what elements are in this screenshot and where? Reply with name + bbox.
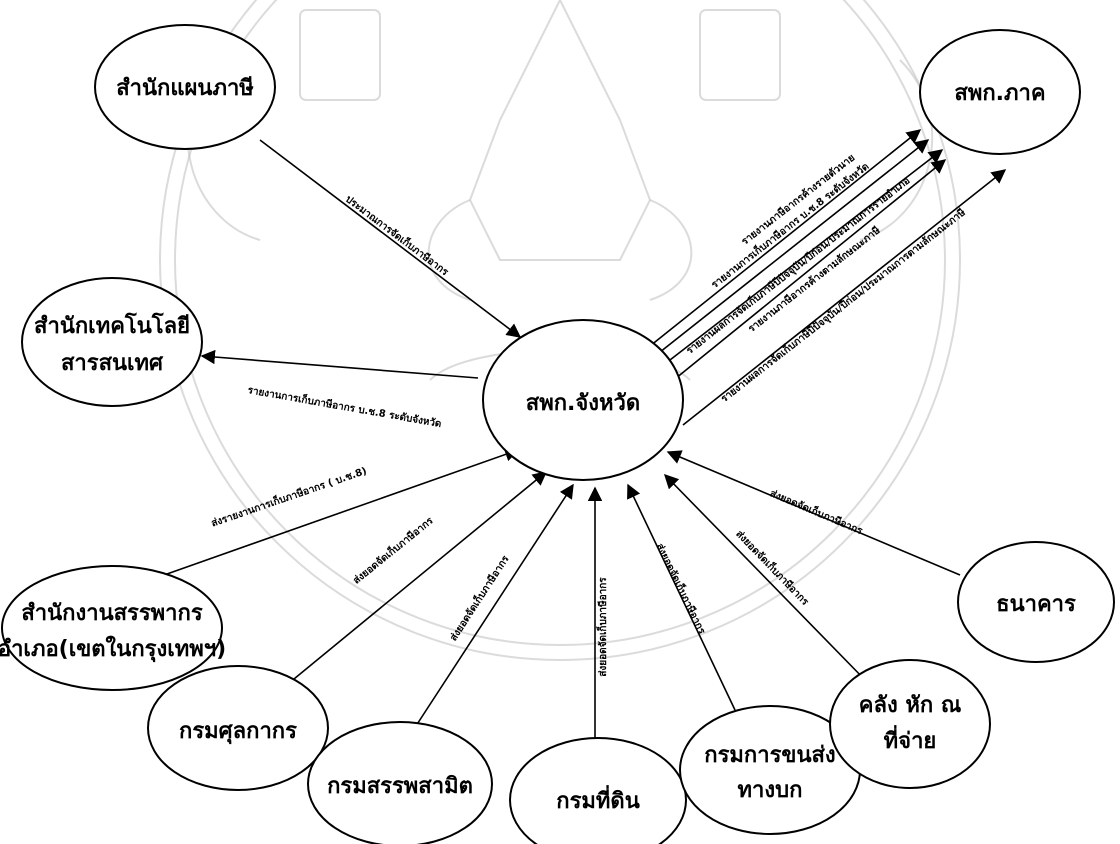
edge-bank-to-provincial <box>666 450 961 576</box>
node-label-treasury-line1: คลัง หัก ณ <box>859 693 962 718</box>
node-label-it-office-line1: สำนักเทคโนโลยี <box>34 312 190 339</box>
node-label-transport-line2: ทางบก <box>738 778 803 803</box>
node-excise: กรมสรรพสามิต <box>307 721 493 844</box>
node-lands: กรมที่ดิน <box>509 737 687 844</box>
edge-label-district-to-provincial: ส่งรายงานการเก็บภาษีอากร ( บ.ช.8) <box>209 463 368 530</box>
node-it-office: สำนักเทคโนโลยี สารสนเทศ <box>21 277 203 407</box>
edge-district-to-provincial <box>149 447 520 581</box>
edge-provincial-to-regional-4 <box>669 159 947 384</box>
node-label-transport-line1: กรมการขนส่ง <box>704 743 835 768</box>
edge-provincial-to-regional-1 <box>644 129 922 351</box>
node-label-district-office-line1: สำนักงานสรรพากร <box>21 601 203 626</box>
nodes: สำนักแผนภาษี สพก.ภาค สำนักเทคโนโลยี สารส… <box>0 24 1115 844</box>
edge-label-lands-to-provincial: ส่งยอดจัดเก็บภาษีอากร <box>595 577 609 677</box>
node-label-lands: กรมที่ดิน <box>556 784 639 814</box>
node-plan-office: สำนักแผนภาษี <box>94 24 276 150</box>
edge-provincial-to-it <box>200 349 479 379</box>
node-treasury: คลัง หัก ณ ที่จ่าย <box>829 659 991 789</box>
edge-treasury-to-provincial <box>663 473 869 684</box>
node-label-district-office-line2: อำเภอ(เขตในกรุงเทพฯ) <box>0 635 226 663</box>
node-label-regional: สพก.ภาค <box>954 81 1045 106</box>
edge-excise-to-provincial <box>411 483 574 733</box>
edge-label-transport-to-provincial: ส่งยอดจัดเก็บภาษีอากร <box>654 541 710 637</box>
node-label-it-office-line2: สารสนเทศ <box>61 351 164 376</box>
edge-provincial-to-regional-5 <box>682 169 1007 426</box>
edges <box>149 129 1007 752</box>
edge-label-customs-to-provincial: ส่งยอดจัดเก็บภาษีอากร <box>349 513 436 587</box>
edge-plan-to-provincial <box>259 139 522 338</box>
edge-provincial-to-regional-3 <box>656 149 944 371</box>
node-label-plan-office: สำนักแผนภาษี <box>116 76 254 101</box>
node-district-office: สำนักงานสรรพากร อำเภอ(เขตในกรุงเทพฯ) <box>0 565 226 691</box>
node-customs: กรมศุลกากร <box>147 665 329 791</box>
node-label-customs: กรมศุลกากร <box>179 719 297 745</box>
edge-label-treasury-to-provincial: ส่งยอดจัดเก็บภาษีอากร <box>733 527 813 609</box>
edge-provincial-to-regional-2 <box>649 139 930 361</box>
node-bank: ธนาคาร <box>957 541 1115 663</box>
node-label-treasury-line2: ที่จ่าย <box>884 724 937 754</box>
edge-customs-to-provincial <box>282 471 548 689</box>
node-label-excise: กรมสรรพสามิต <box>327 774 473 799</box>
edge-transport-to-provincial <box>627 483 736 711</box>
node-label-provincial: สพก.จังหวัด <box>526 391 640 416</box>
node-provincial: สพก.จังหวัด <box>482 319 684 481</box>
edge-label-provincial-to-it: รายงานการเก็บภาษีอากร บ.ช.8 ระดับจังหวัด <box>247 382 443 430</box>
node-regional: สพก.ภาค <box>919 29 1081 155</box>
edge-label-plan-to-provincial: ประมาณการจัดเก็บภาษีอากร <box>343 191 452 278</box>
node-label-bank: ธนาคาร <box>996 592 1076 617</box>
node-transport: กรมการขนส่ง ทางบก <box>679 705 861 835</box>
